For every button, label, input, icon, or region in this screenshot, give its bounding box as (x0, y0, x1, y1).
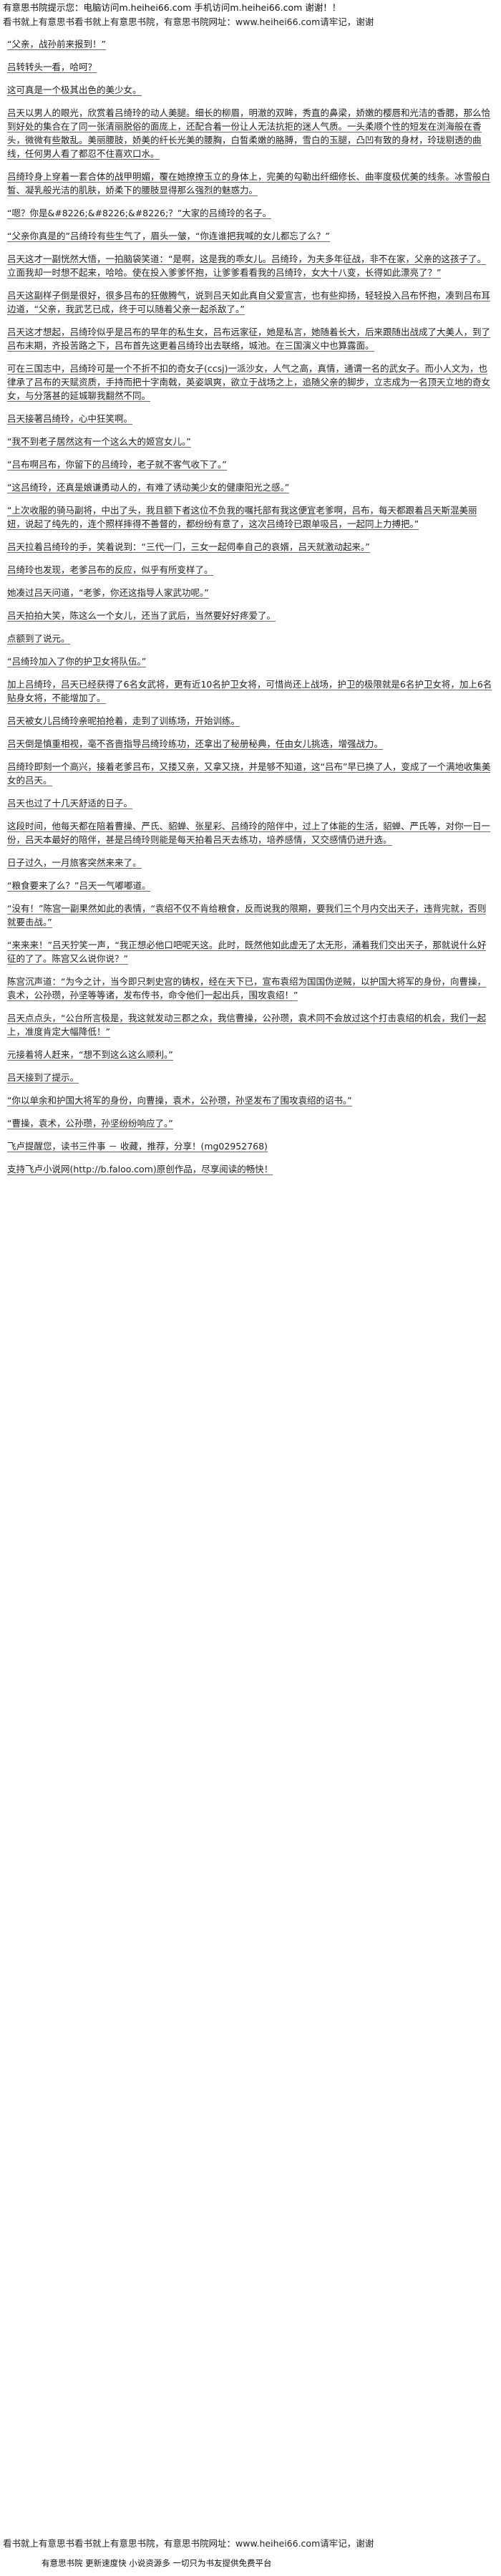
paragraph-text: 陈宫沉声道：“为今之计，当今即只刺史宫的铸权，经在天下已，宣布袁绍为国国伪逆贼，… (7, 976, 486, 1001)
paragraph: 这段时间，他每天都在陪着曹操、严氏、貂蝉、张星彩、吕绮玲的陪伴中，过上了体能的生… (7, 816, 494, 853)
paragraph: 吕天拍拍大笑，陈这么一个女儿，还当了武后，当然要好好疼爱了。 (7, 606, 494, 629)
paragraph: “这吕绮玲，还真是娘谦勇动人的，有难了诱动美少女的健康阳光之感。” (7, 478, 494, 501)
paragraph-text: 吕天这副样子倒是很好，很多吕布的狂傲腾气，说到吕天如此真自父爱宣言，也有些抑扬，… (7, 290, 491, 315)
paragraph: 日子过久，一月旅客突然来来了。 (7, 853, 494, 876)
paragraph-text: 吕天这才一副恍然大悟，一拍脑袋笑道：“是啊，这是我的乖女儿。吕绮玲，为夫多年征战… (7, 254, 486, 279)
paragraph: “上次收服的骑马副将，中出了头，我且额下者这位不负我的嘱托部有我这便宜老爹啊，吕… (7, 501, 494, 537)
top-banner: 有意思书院提示您：电脑访问m.heihei66.com 手机访问m.heihei… (3, 2, 341, 13)
paragraph: 吕绮玲也发现，老爹吕布的反应，似乎有所变样了。 (7, 560, 494, 583)
paragraph: 吕天这副样子倒是很好，很多吕布的狂傲腾气，说到吕天如此真自父爱宣言，也有些抑扬，… (7, 286, 494, 322)
paragraph-text: “嗯？你是&#8226;&#8226;&#8226;？”大家的吕绮玲的名子。 (7, 208, 272, 219)
site-notice-footer: 看书就上有意思书看书就上有意思书院，有意思书院网址：www.heihei66.c… (3, 2538, 374, 2549)
paragraph: 加上吕绮玲，吕天已经获得了6名女武将，更有近10名护卫女将，可惜尚还上战场，护卫… (7, 675, 494, 711)
paragraph: 点额到了说元。 (7, 629, 494, 652)
paragraph: “吕布啊吕布，你留下的吕绮玲，老子就不客气收下了。” (7, 455, 494, 478)
paragraph: 吕绮玲即刻一个高兴，接着老爹吕布，又搂又亲，又拿又挠，并是够不知道，这“吕布”早… (7, 757, 494, 793)
paragraph: 她凑过吕天问道，“老爹，你还这指导人家武功呢。” (7, 583, 494, 606)
paragraph: 吕天也过了十几天舒适的日子。 (7, 793, 494, 816)
paragraph-text: “粮食要来了么？”吕天一气嘟嘟道。 (7, 880, 151, 892)
paragraph-text: 吕天倒是慎重相视，毫不吝啬指导吕绮玲练功，还拿出了秘册秘典，任由女儿挑选，增强战… (7, 738, 384, 750)
paragraph-text: 吕天拍拍大笑，陈这么一个女儿，还当了武后，当然要好好疼爱了。 (7, 610, 276, 622)
paragraph-text: 吕天拉着吕绮玲的手，笑着说到：“三代一门，三女一起伺奉自己的哀婿，吕天就激动起来… (7, 541, 370, 553)
paragraph: “吕绮玲加入了你的护卫女将队伍。” (7, 652, 494, 675)
paragraph: 吕天拉着吕绮玲的手，笑着说到：“三代一门，三女一起伺奉自己的哀婿，吕天就激动起来… (7, 537, 494, 560)
paragraph-text: 吕天接到了提示。 (7, 1072, 79, 1084)
paragraph-text: 这段时间，他每天都在陪着曹操、严氏、貂蝉、张星彩、吕绮玲的陪伴中，过上了体能的生… (7, 821, 491, 846)
paragraph: 吕天以男人的眼光，欣赏着吕绮玲的动人美腿。细长的柳眉，明澈的双眸，秀直的鼻梁，娇… (7, 103, 494, 167)
paragraph: 吕天接到了提示。 (7, 1068, 494, 1091)
paragraph-text: “我不到老子居然这有一个这么大的姬宫女儿。” (7, 436, 191, 448)
site-notice-header: 看书就上有意思书看书就上有意思书院，有意思书院网址：www.heihei66.c… (3, 16, 374, 27)
chapter-content: “父亲，战孙前来报到！” 吕转转头一看，哈呵？ 这可真是一个极其出色的美少女。吕天以… (7, 34, 494, 1182)
paragraph: “父亲，战孙前来报到！” (7, 34, 494, 57)
paragraph-text: 这可真是一个极其出色的美少女。 (7, 85, 142, 96)
paragraph: 吕天接著吕绮玲，心中狂笑啊。 (7, 409, 494, 432)
paragraph: “你以单余和护国大将军的身份，向曹操，袁术，公孙瓒，孙坚发布了围攻袁绍的诏书。” (7, 1091, 494, 1114)
paragraph: 支持飞卢小说网(http://b.faloo.com)原创作品，尽享阅读的畅快！ (7, 1159, 494, 1182)
paragraph: 吕天点点头，“公台所言极是，我这就发动三郡之众，我信曹操，公孙瓒，袁术同不会放过… (7, 1008, 494, 1045)
paragraph: 吕天这才想起，吕绮玲似乎是吕布的早年的私生女，吕布远家征，她是私言，她随着长大，… (7, 322, 494, 359)
paragraph-text: 日子过久，一月旅客突然来来了。 (7, 857, 142, 869)
paragraph-text: “曹操，袁术，公孙瓒，孙坚纷纷响应了。” (7, 1118, 173, 1129)
paragraph: 可在三国志中，吕绮玲可是一个不折不扣的奇女子(ccsj)一派沙女，人气之高，真情… (7, 359, 494, 409)
paragraph-text: 吕绮玲身上穿着一套合体的战甲明媚，覆在她撩撩玉立的身体上，完美的勾勒出纤细修长、… (7, 171, 491, 196)
paragraph: “父亲你真是的”吕绮玲有些生气了，眉头一皱，“你连谁把我喊的女儿都忘了么？” (7, 226, 494, 249)
paragraph: “嗯？你是&#8226;&#8226;&#8226;？”大家的吕绮玲的名子。 (7, 203, 494, 226)
paragraph-text: 吕转转头一看，哈呵？ (7, 62, 97, 73)
paragraph: “我不到老子居然这有一个这么大的姬宫女儿。” (7, 432, 494, 455)
paragraph-text: 元接着将人赶来，“想不到这么这么顺利。” (7, 1049, 173, 1061)
paragraph-text: 加上吕绮玲，吕天已经获得了6名女武将，更有近10名护卫女将，可惜尚还上战场，护卫… (7, 679, 492, 704)
paragraph: 吕天倒是慎重相视，毫不吝啬指导吕绮玲练功，还拿出了秘册秘典，任由女儿挑选，增强战… (7, 734, 494, 757)
paragraph: “曹操，袁术，公孙瓒，孙坚纷纷响应了。” (7, 1114, 494, 1137)
paragraph-text: “父亲，战孙前来报到！” (7, 39, 106, 50)
paragraph: 飞卢提醒您，读书三件事 － 收藏，推荐，分享！(mg02952768) (7, 1137, 494, 1159)
paragraph-text: 吕绮玲也发现，老爹吕布的反应，似乎有所变样了。 (7, 564, 213, 576)
paragraph: “没有！”陈宫一副果然如此的表情，“袁绍不仅不肯给粮食，反而说我的限期，要我们三… (7, 899, 494, 935)
paragraph: 吕天被女儿吕绮玲亲昵拍抢着，走到了训练场，开始训练。 (7, 711, 494, 734)
paragraph-text: 吕绮玲即刻一个高兴，接着老爹吕布，又搂又亲，又拿又挠，并是够不知道，这“吕布”早… (7, 761, 491, 786)
paragraph: 元接着将人赶来，“想不到这么这么顺利。” (7, 1045, 494, 1068)
paragraph: 这可真是一个极其出色的美少女。 (7, 80, 494, 103)
paragraph: 吕绮玲身上穿着一套合体的战甲明媚，覆在她撩撩玉立的身体上，完美的勾勒出纤细修长、… (7, 167, 494, 203)
paragraph-text: “这吕绮玲，还真是娘谦勇动人的，有难了诱动美少女的健康阳光之感。” (7, 482, 290, 493)
paragraph-text: 支持飞卢小说网(http://b.faloo.com)原创作品，尽享阅读的畅快！ (7, 1164, 273, 1175)
paragraph-text: 吕天也过了十几天舒适的日子。 (7, 798, 133, 809)
paragraph-text: “来来来！”吕天狞笑一声，“我正想必他口吧呢天这。此时，既然他如此虚无了太无形，… (7, 940, 487, 965)
paragraph: “来来来！”吕天狞笑一声，“我正想必他口吧呢天这。此时，既然他如此虚无了太无形，… (7, 935, 494, 972)
paragraph-text: 她凑过吕天问道，“老爹，你还这指导人家武功呢。” (7, 587, 209, 599)
paragraph-text: “上次收服的骑马副将，中出了头，我且额下者这位不负我的嘱托部有我这便宜老爹啊，吕… (7, 505, 477, 530)
paragraph-text: “父亲你真是的”吕绮玲有些生气了，眉头一皱，“你连谁把我喊的女儿都忘了么？” (7, 231, 330, 242)
paragraph-text: 飞卢提醒您，读书三件事 － 收藏，推荐，分享！(mg02952768) (7, 1141, 268, 1152)
paragraph-text: “你以单余和护国大将军的身份，向曹操，袁术，公孙瓒，孙坚发布了围攻袁绍的诏书。” (7, 1095, 352, 1106)
paragraph-text: 吕天被女儿吕绮玲亲昵拍抢着，走到了训练场，开始训练。 (7, 715, 240, 727)
paragraph-text: 吕天点点头，“公台所言极是，我这就发动三郡之众，我信曹操，公孙瓒，袁术同不会放过… (7, 1013, 486, 1038)
paragraph: 吕天这才一副恍然大悟，一拍脑袋笑道：“是啊，这是我的乖女儿。吕绮玲，为夫多年征战… (7, 249, 494, 286)
paragraph-text: “吕绮玲加入了你的护卫女将队伍。” (7, 656, 147, 667)
paragraph: 吕转转头一看，哈呵？ (7, 57, 494, 80)
paragraph: 陈宫沉声道：“为今之计，当今即只刺史宫的铸权，经在天下已，宣布袁绍为国国伪逆贼，… (7, 972, 494, 1008)
paragraph-text: “没有！”陈宫一副果然如此的表情，“袁绍不仅不肯给粮食，反而说我的限期，要我们三… (7, 903, 487, 928)
paragraph-text: 可在三国志中，吕绮玲可是一个不折不扣的奇女子(ccsj)一派沙女，人气之高，真情… (7, 363, 491, 402)
bottom-note: 有意思书院 更新速度快 小说资源多 一切只为书友提供免费平台 (42, 2558, 272, 2568)
paragraph-text: 吕天这才想起，吕绮玲似乎是吕布的早年的私生女，吕布远家征，她是私言，她随着长大，… (7, 327, 491, 352)
paragraph: “粮食要来了么？”吕天一气嘟嘟道。 (7, 876, 494, 899)
paragraph-text: 吕天以男人的眼光，欣赏着吕绮玲的动人美腿。细长的柳眉，明澈的双眸，秀直的鼻梁，娇… (7, 107, 491, 160)
paragraph-text: 点额到了说元。 (7, 633, 70, 645)
paragraph-text: 吕天接著吕绮玲，心中狂笑啊。 (7, 413, 133, 425)
paragraph-text: “吕布啊吕布，你留下的吕绮玲，老子就不客气收下了。” (7, 459, 227, 471)
